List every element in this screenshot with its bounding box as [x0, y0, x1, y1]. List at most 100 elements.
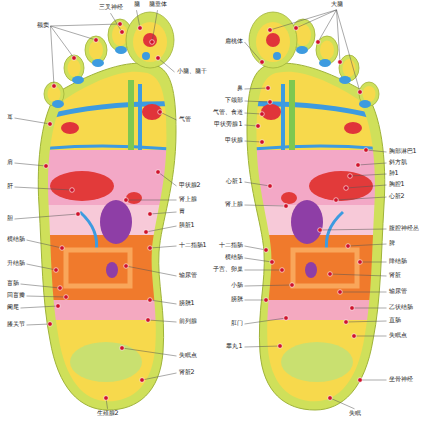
point-dot: [358, 260, 363, 265]
leader-line: [245, 285, 293, 286]
leader-line: [15, 187, 73, 190]
point-dot: [54, 268, 59, 273]
leader-line: [152, 10, 158, 42]
organ-label: 腹腔神经丛: [388, 225, 419, 232]
point-dot: [156, 56, 161, 61]
point-dot: [104, 396, 109, 401]
point-dot: [76, 212, 81, 217]
organ-label: 阑尾: [6, 304, 19, 311]
point-dot: [316, 40, 321, 45]
organ-label: 脑: [133, 1, 140, 8]
organ-label: 肾上腺: [178, 196, 197, 203]
point-dot: [338, 60, 343, 65]
organ-label: 甲状腺2: [178, 182, 201, 189]
leader-line: [337, 10, 361, 92]
point-dot: [348, 174, 353, 179]
leader-line: [126, 266, 177, 276]
organ-label: 三叉神经: [98, 4, 123, 11]
organ-label: 扁桃体: [224, 38, 243, 45]
point-dot: [356, 163, 361, 168]
organ-label: 横结肠: [224, 254, 243, 261]
point-dot: [344, 186, 349, 191]
leader-line: [137, 10, 141, 28]
point-dot: [338, 290, 343, 295]
organ-label: 脾: [388, 240, 395, 247]
leader-line: [158, 58, 175, 72]
organ-label: 肺1: [388, 170, 399, 177]
organ-label: 失眠点: [388, 332, 407, 339]
leader-line: [245, 270, 283, 271]
leader-line: [15, 214, 79, 219]
point-dot: [328, 396, 333, 401]
point-dot: [144, 230, 149, 235]
leader-line: [348, 244, 387, 246]
leader-line: [352, 308, 387, 309]
organ-label: 子宫、卵巢: [212, 266, 243, 273]
organ-label: 胸部淋巴1: [388, 148, 417, 155]
leader-line: [366, 150, 387, 152]
organ-label: 盲肠: [6, 280, 19, 287]
organ-label: 大脑: [330, 1, 343, 8]
leader-line: [245, 346, 281, 347]
point-dot: [48, 122, 53, 127]
leader-line: [142, 373, 177, 380]
organ-label: 鼻: [236, 85, 243, 92]
point-dot: [124, 198, 129, 203]
point-dot: [148, 246, 153, 251]
organ-label: 输尿管: [178, 272, 197, 279]
organ-label: 额窦: [36, 22, 49, 29]
leader-line: [146, 226, 177, 232]
organ-label: 睾丸1: [226, 343, 243, 350]
leader-line: [51, 26, 75, 58]
organ-label: 肛门: [230, 320, 243, 327]
leader-line: [21, 306, 59, 308]
organ-label: 小脑、脑干: [176, 68, 207, 75]
point-dot: [138, 26, 143, 31]
point-dot: [120, 346, 125, 351]
point-dot: [44, 164, 49, 169]
point-dot: [278, 344, 283, 349]
leader-line: [245, 258, 273, 262]
leader-line: [360, 262, 387, 263]
point-dot: [346, 244, 351, 249]
point-dot: [158, 110, 163, 115]
point-dot: [358, 378, 363, 383]
point-dot: [52, 84, 57, 89]
point-dot: [70, 188, 75, 193]
organ-label: 失眠: [348, 410, 361, 417]
leader-line: [330, 398, 355, 409]
point-dot: [124, 264, 129, 269]
leader-line: [340, 292, 387, 293]
organ-label: 胆: [6, 215, 13, 222]
organ-label: 生殖腺2: [96, 410, 119, 417]
leader-line: [346, 321, 387, 322]
organ-label: 脑垂体: [148, 1, 167, 8]
organ-label: 膀胱: [230, 296, 243, 303]
point-dot: [148, 212, 153, 217]
organ-label: 前列腺: [178, 318, 197, 325]
point-dot: [64, 295, 69, 300]
organ-label: 胸腔1: [388, 181, 405, 188]
leader-line: [27, 324, 51, 325]
organ-label: 下颌部: [224, 97, 243, 104]
point-dot: [364, 148, 369, 153]
leader-line: [15, 118, 51, 124]
leader-line: [150, 246, 177, 248]
point-dot: [260, 60, 265, 65]
organ-label: 胰脏1: [178, 222, 195, 229]
leader-line: [21, 284, 61, 288]
point-dot: [118, 22, 123, 27]
point-dot: [264, 298, 269, 303]
organ-label: 气管、食道: [212, 109, 243, 116]
leader-line: [320, 229, 387, 230]
leader-line: [358, 163, 387, 165]
point-dot: [56, 304, 61, 309]
point-dot: [284, 316, 289, 321]
point-dot: [350, 306, 355, 311]
organ-label: 肾脏: [388, 272, 401, 279]
organ-label: 坐骨神经: [388, 376, 413, 383]
organ-label: 乙状结肠: [388, 304, 413, 311]
organ-label: 心脏1: [226, 178, 243, 185]
